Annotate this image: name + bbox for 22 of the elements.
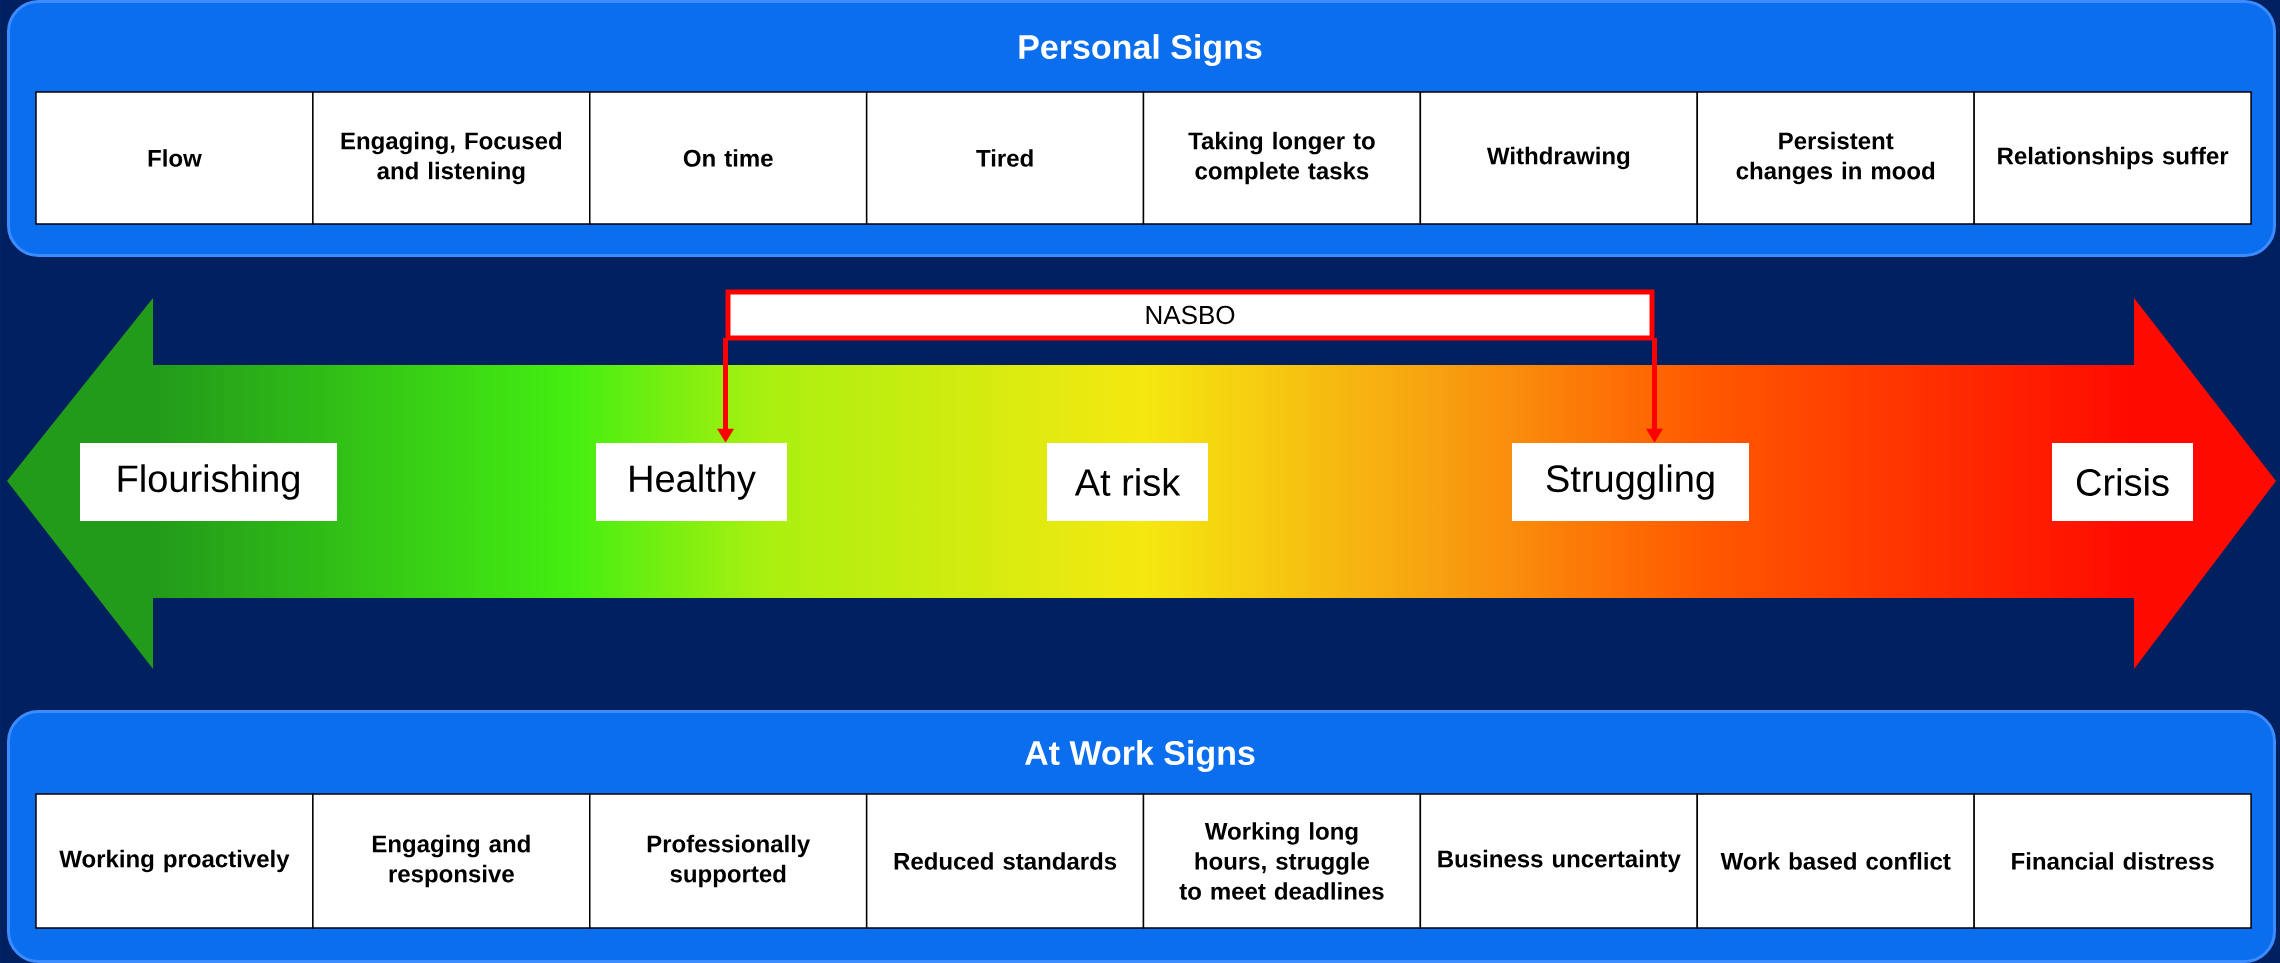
table-cell: Working long hours, struggle to meet deadlines [1142,793,1422,929]
table-cell: Financial distress [1973,793,2252,929]
table-cell: Engaging, Focused and listening [312,91,591,225]
table-cell: Reduced standards [865,793,1145,929]
table-cell: Professionally supported [589,793,868,929]
table-cell: Persistent changes in mood [1696,91,1975,225]
stage-label: Flourishing [80,443,337,521]
bracket-box: NASBO [725,289,1655,341]
stage-label: Crisis [2052,443,2193,521]
table-cell: Withdrawing [1419,91,1698,225]
table-cell: Work based conflict [1696,793,1975,929]
table-cell: Flow [35,91,314,225]
stage-label: Healthy [596,443,787,521]
stage-label: Struggling [1512,443,1749,521]
table-cell: Engaging and responsive [312,793,591,929]
table-cell: On time [589,91,868,225]
table-cell: Business uncertainty [1419,793,1698,929]
table-cell: Relationships suffer [1973,91,2252,225]
table-cell: Working proactively [35,793,314,929]
table-cell: Taking longer to complete tasks [1142,91,1422,225]
stage-label: At risk [1047,443,1208,521]
table-cell: Tired [865,91,1145,225]
